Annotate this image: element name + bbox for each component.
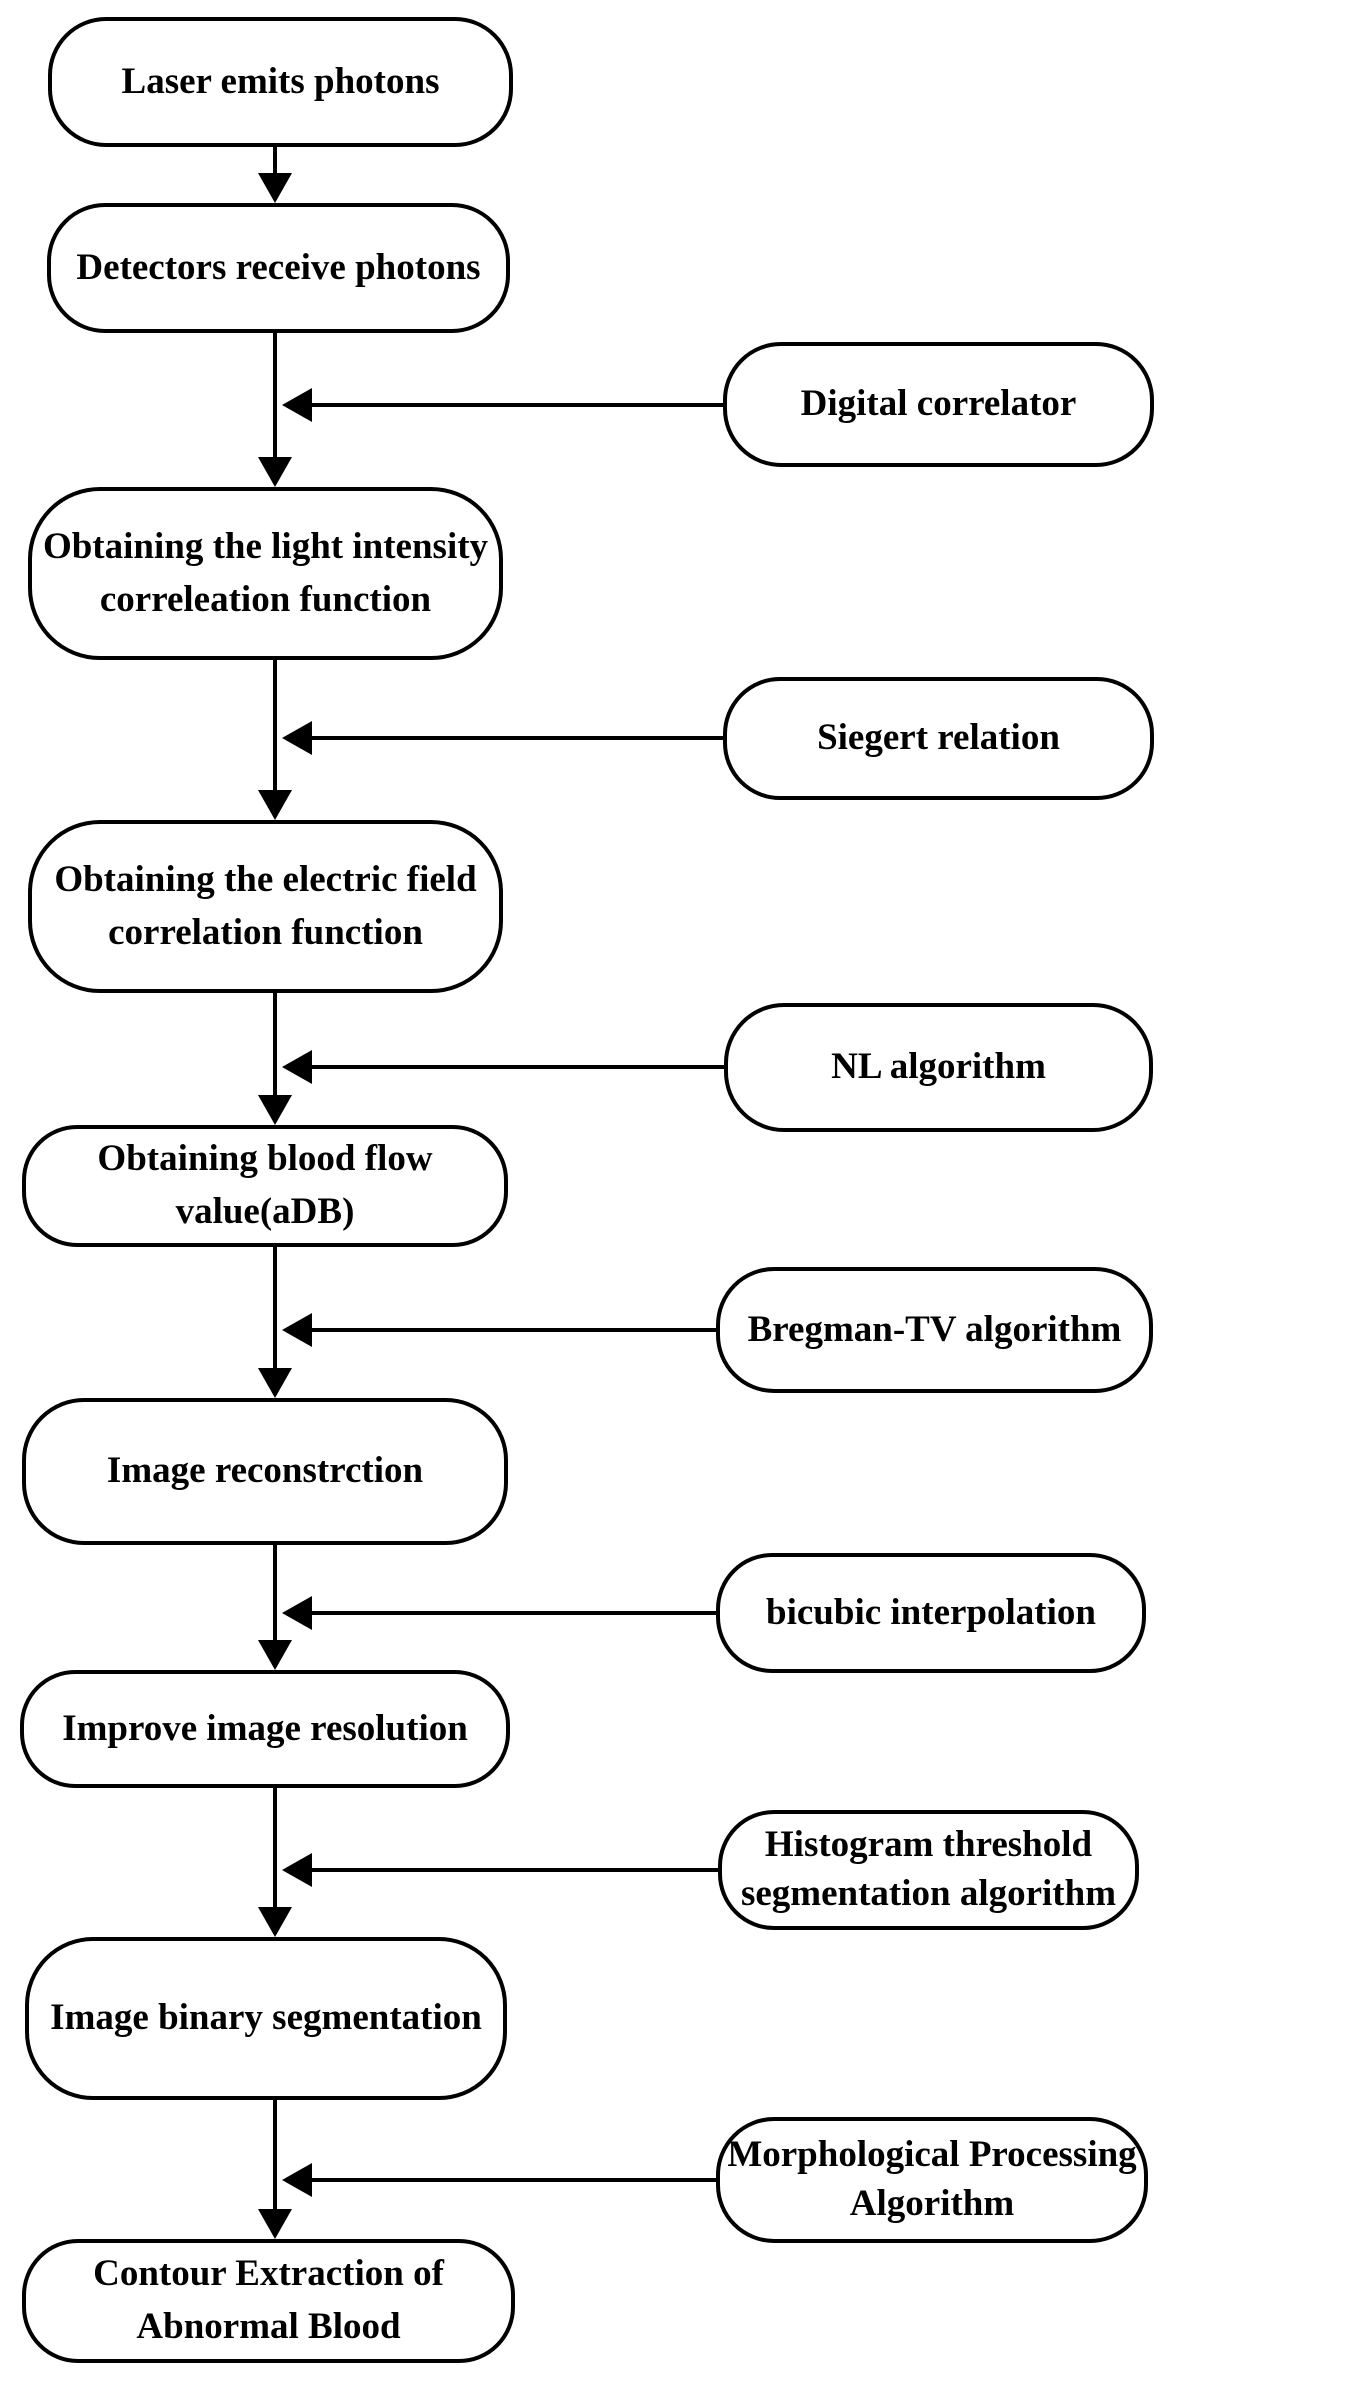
input-histogram-threshold: Histogram threshold segmentation algorit… <box>718 1810 1139 1930</box>
input-morphological-processing: Morphological Processing Algorithm <box>716 2117 1148 2243</box>
step-improve-image-resolution: Improve image resolution <box>20 1670 510 1788</box>
input-nl-algorithm: NL algorithm <box>724 1003 1153 1132</box>
arrow-morphological-join <box>282 2163 716 2197</box>
step-laser-emits-photons: Laser emits photons <box>48 17 513 147</box>
arrow-blood-flow-to-reconstruction <box>258 1247 292 1398</box>
step-label: Obtaining blood flow <box>97 1138 433 1180</box>
step-blood-flow-value: Obtaining blood flow value(aDB) <box>22 1125 508 1247</box>
arrow-bregman-tv-join <box>282 1313 716 1347</box>
arrow-reconstruction-to-resolution <box>258 1545 292 1670</box>
arrow-binary-segmentation-to-contour <box>258 2100 292 2239</box>
step-light-intensity-correlation: Obtaining the light intensity correleati… <box>28 487 503 660</box>
step-label: Detectors receive photons <box>76 246 481 288</box>
step-label: Image reconstrction <box>106 1450 424 1492</box>
input-label: Morphological Processing <box>727 2134 1137 2176</box>
input-label: NL algorithm <box>831 1046 1046 1088</box>
step-label: Image binary segmentation <box>50 1997 482 2039</box>
step-label: Improve image resolution <box>62 1707 468 1749</box>
input-label: Algorithm <box>849 2183 1015 2224</box>
input-label: Bregman-TV algorithm <box>747 1308 1122 1350</box>
input-bicubic-interpolation: bicubic interpolation <box>716 1553 1146 1673</box>
step-label: value(aDB) <box>175 1191 355 1232</box>
step-image-binary-segmentation: Image binary segmentation <box>25 1937 507 2100</box>
input-label: Digital correlator <box>800 383 1077 425</box>
input-label: Siegert relation <box>817 717 1060 759</box>
step-label: correlation function <box>108 911 423 953</box>
step-label: Laser emits photons <box>121 60 440 102</box>
input-siegert-relation: Siegert relation <box>723 677 1154 800</box>
arrow-histogram-threshold-join <box>282 1853 718 1887</box>
step-label: Contour Extraction of <box>93 2253 444 2295</box>
step-label: Obtaining the light intensity <box>42 525 489 567</box>
arrow-siegert-relation-join <box>282 721 723 755</box>
step-label: correleation function <box>99 578 432 620</box>
arrow-light-intensity-to-electric-field <box>258 660 292 820</box>
step-label: Obtaining the electric field <box>54 858 477 900</box>
arrow-detectors-to-light-intensity <box>258 332 292 487</box>
arrow-resolution-to-binary-segmentation <box>258 1788 292 1937</box>
arrow-laser-to-detectors <box>258 147 292 203</box>
arrow-bicubic-join <box>282 1596 716 1630</box>
input-label: segmentation algorithm <box>740 1873 1117 1914</box>
input-bregman-tv-algorithm: Bregman-TV algorithm <box>716 1267 1153 1393</box>
arrow-nl-algorithm-join <box>282 1050 724 1084</box>
step-detectors-receive-photons: Detectors receive photons <box>47 203 510 333</box>
arrow-digital-correlator-join <box>282 388 723 422</box>
arrow-electric-field-to-blood-flow <box>258 993 292 1125</box>
input-label: Histogram threshold <box>764 1824 1093 1866</box>
input-digital-correlator: Digital correlator <box>723 342 1154 467</box>
step-image-reconstruction: Image reconstrction <box>22 1398 508 1545</box>
step-label: Abnormal Blood <box>136 2306 401 2347</box>
step-electric-field-correlation: Obtaining the electric field correlation… <box>28 820 503 993</box>
step-contour-extraction: Contour Extraction of Abnormal Blood <box>22 2239 515 2363</box>
input-label: bicubic interpolation <box>766 1591 1096 1633</box>
